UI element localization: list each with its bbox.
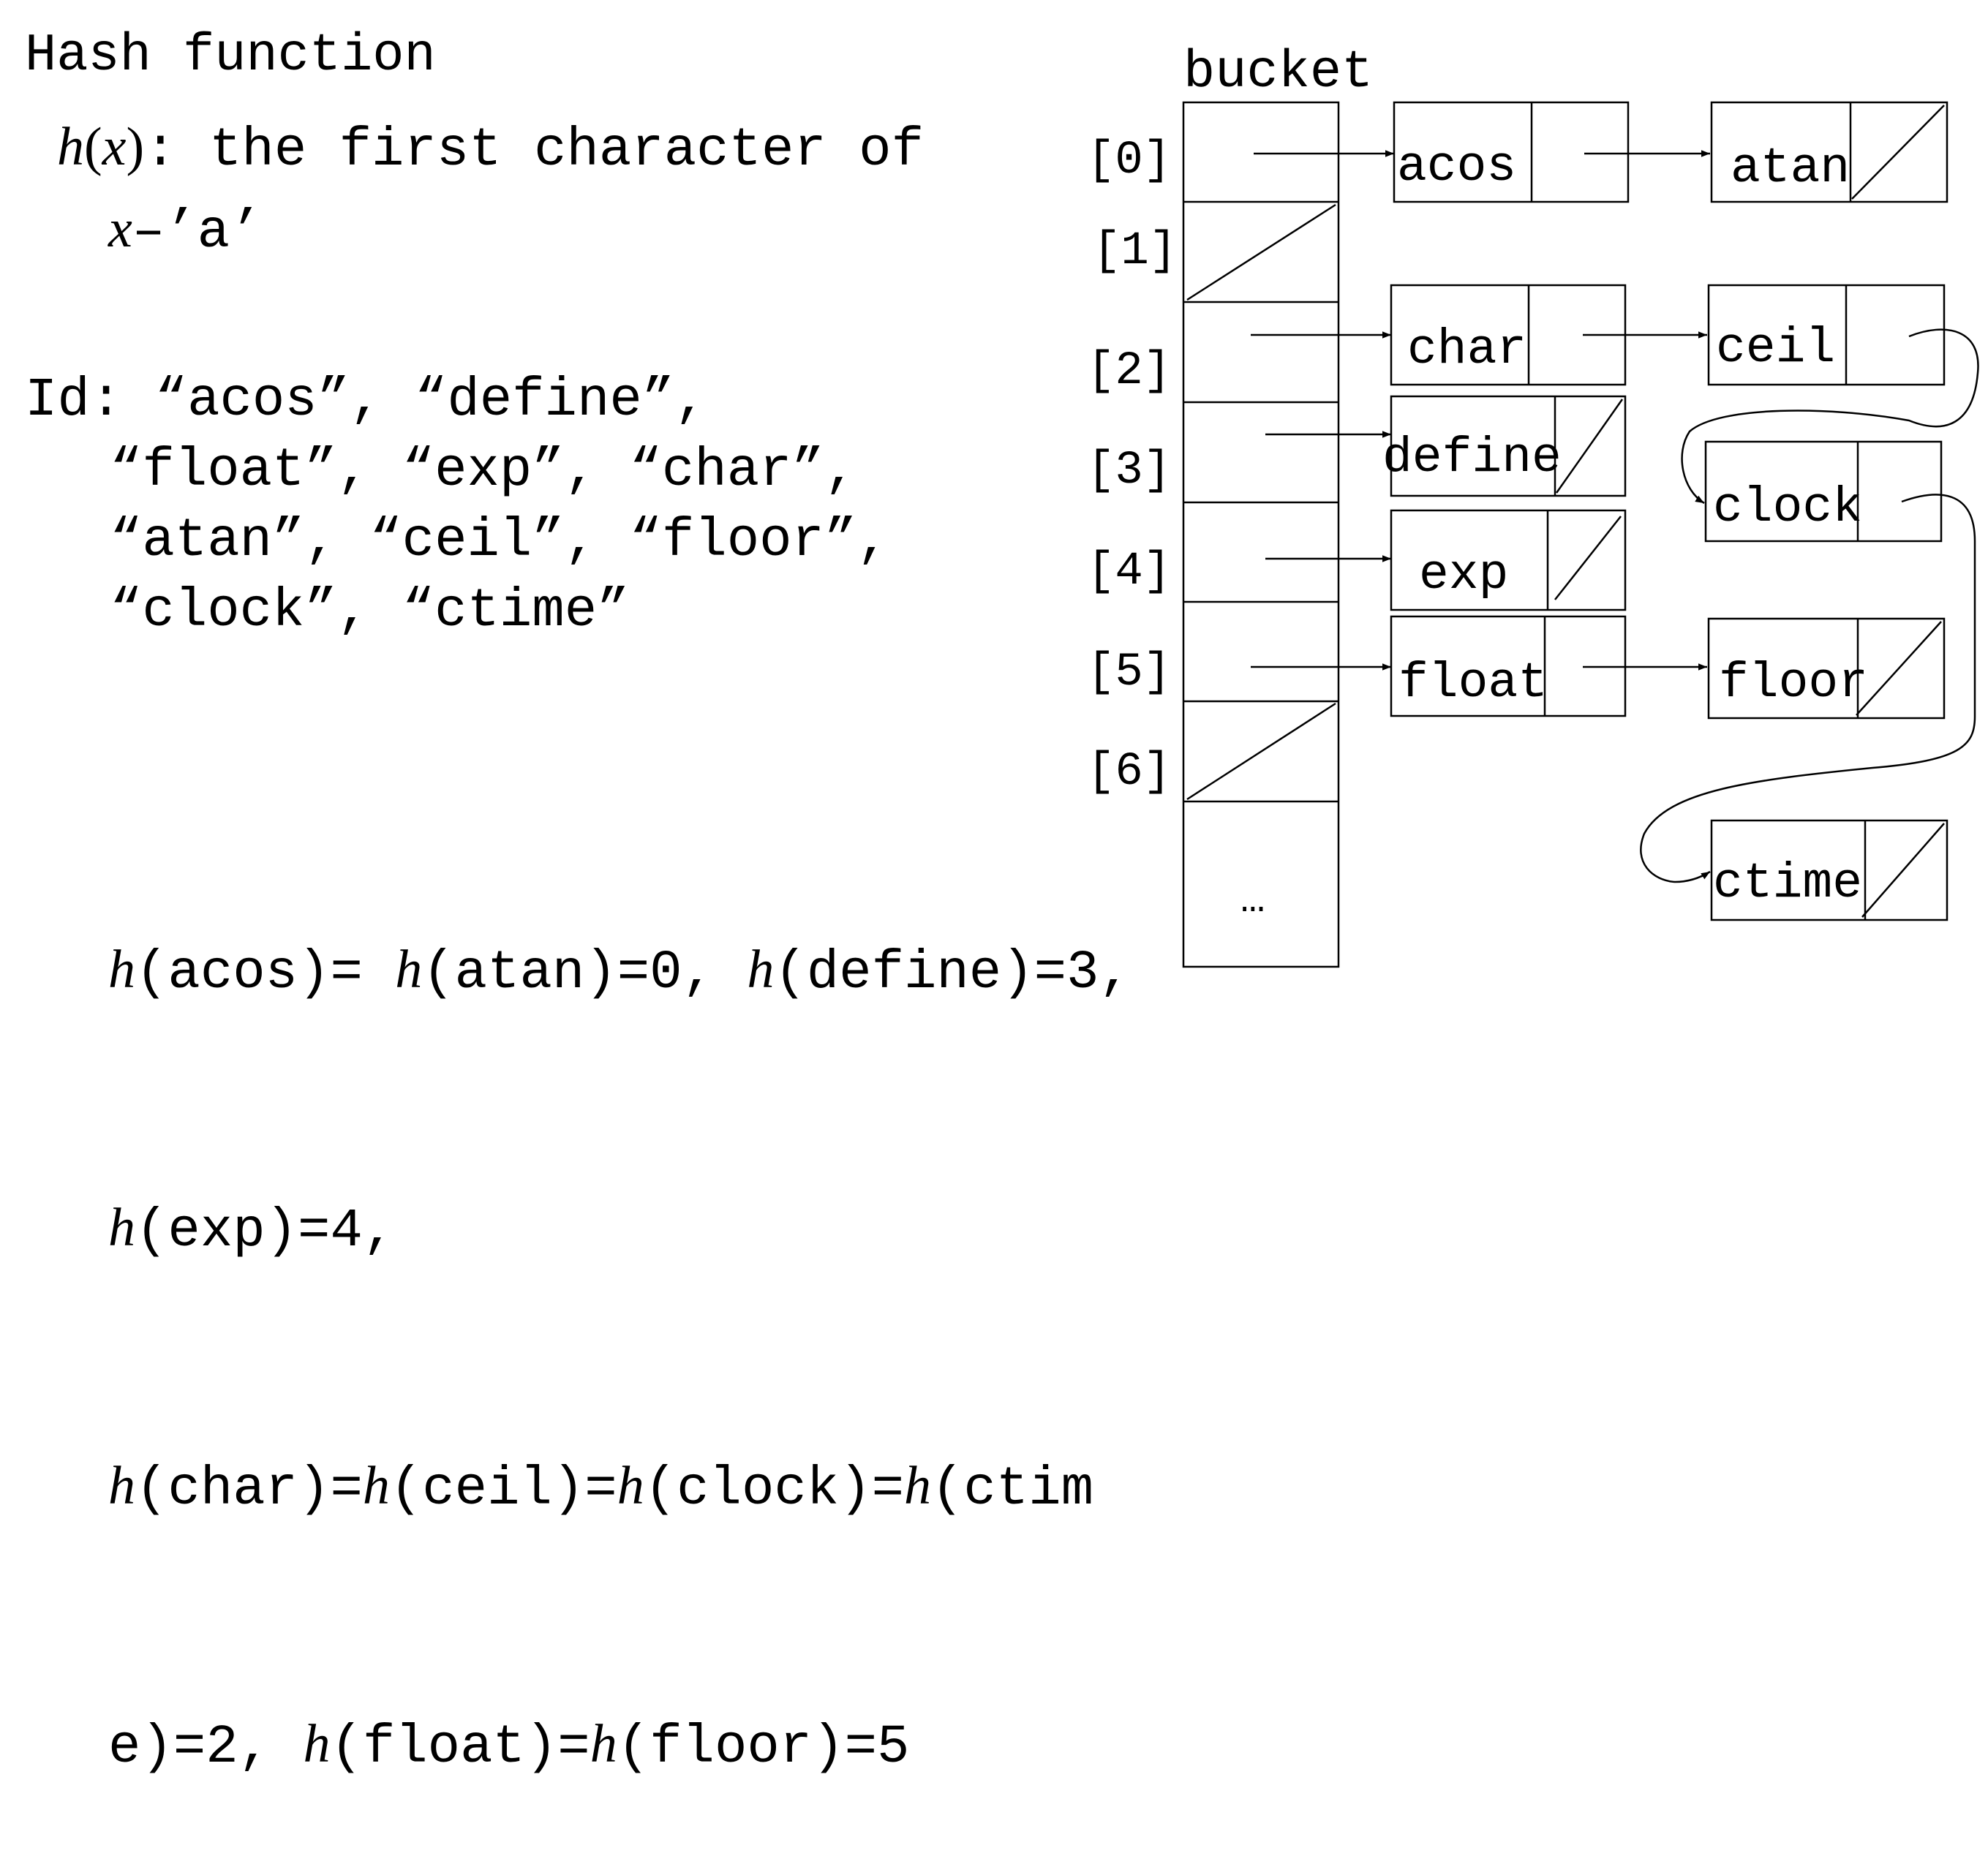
h-symbol: h <box>747 940 775 1000</box>
result-text: e)=2, <box>108 1717 304 1778</box>
result-text: (floor)=5 <box>617 1717 910 1778</box>
node-label-float: float <box>1398 655 1548 712</box>
node-floor <box>1707 617 1946 720</box>
result-line-2: h(exp)=4, <box>108 1185 1132 1274</box>
bucket-index: [5] <box>1087 646 1171 699</box>
func-desc2-var: x <box>108 199 132 259</box>
func-colon: : <box>144 120 177 181</box>
node-label-ceil: ceil <box>1716 320 1835 377</box>
node-ceil <box>1707 284 1946 386</box>
null-slash <box>1856 621 1942 716</box>
null-slash <box>1851 105 1945 200</box>
bucket-array <box>1182 101 1340 968</box>
bucket-index: [4] <box>1087 546 1171 598</box>
function-definition-line2: x–’a’ <box>108 202 263 260</box>
ids-line2: “float”, “exp”, “char”, <box>110 440 857 502</box>
h-symbol: h <box>617 1456 644 1516</box>
hash-table-diagram: bucket [0] [1] [2] [3] [4] [5] [6] … aco… <box>1087 42 1979 968</box>
result-text: (atan)=0, <box>422 943 748 1004</box>
h-symbol: h <box>903 1456 931 1516</box>
node-clock <box>1704 440 1943 543</box>
bucket-ellipsis: … <box>1240 877 1265 924</box>
result-text: (acos)= <box>135 943 396 1004</box>
node-label-ctime: ctime <box>1713 856 1862 912</box>
result-line-4: e)=2, h(float)=h(floor)=5 <box>108 1702 1132 1790</box>
func-arg: x <box>102 117 127 177</box>
func-description: the first character of <box>209 120 924 181</box>
result-text: (define)=3, <box>774 943 1132 1004</box>
null-slash <box>1186 203 1336 301</box>
null-slash <box>1554 516 1622 600</box>
ids-line4: “clock”, “ctime” <box>110 581 630 642</box>
node-acos <box>1393 101 1630 203</box>
null-slash <box>1861 823 1945 918</box>
node-atan <box>1710 101 1949 203</box>
node-label-floor: floor <box>1719 655 1868 712</box>
node-exp <box>1390 509 1627 611</box>
node-label-acos: acos <box>1397 139 1516 195</box>
node-define <box>1390 395 1627 497</box>
result-line-3: h(char)=h(ceil)=h(clock)=h(ctim <box>108 1444 1132 1532</box>
bucket-index: [2] <box>1087 345 1171 398</box>
node-label-char: char <box>1407 322 1526 378</box>
func-paren-open: ( <box>84 117 102 177</box>
function-definition: h(x): the first character of <box>57 120 924 178</box>
result-text: (clock)= <box>644 1459 904 1520</box>
bucket-index: [6] <box>1087 746 1171 799</box>
func-symbol: h <box>57 117 84 177</box>
h-symbol: h <box>303 1714 331 1774</box>
pointer-arrow-curved <box>1640 494 1976 883</box>
pointer-arrow-curved <box>1681 328 1979 505</box>
node-ctime <box>1710 819 1949 921</box>
result-text: (ctim <box>930 1459 1094 1520</box>
h-symbol: h <box>590 1714 617 1774</box>
bucket-index: [3] <box>1087 445 1171 497</box>
bucket-index: [0] <box>1087 135 1171 187</box>
bucket-index: [1] <box>1093 225 1177 278</box>
null-slash <box>1555 399 1624 494</box>
node-label-exp: exp <box>1419 547 1508 603</box>
ids-label: Id: <box>25 370 123 431</box>
ids-line1: “acos”, “define”, <box>154 370 707 431</box>
result-text: (ceil)= <box>389 1459 617 1520</box>
h-symbol: h <box>108 1198 135 1258</box>
result-line-1: h(acos)= h(atan)=0, h(define)=3, <box>108 927 1132 1016</box>
h-symbol: h <box>362 1456 390 1516</box>
ids-line3: “atan”, “ceil”, “floor”, <box>110 510 889 572</box>
node-label-atan: atan <box>1731 140 1850 197</box>
node-label-define: define <box>1382 430 1562 486</box>
h-symbol: h <box>108 1456 135 1516</box>
bucket-label: bucket <box>1183 42 1373 102</box>
h-symbol: h <box>395 940 423 1000</box>
result-text: (char)= <box>135 1459 363 1520</box>
h-symbol: h <box>108 940 135 1000</box>
null-slash <box>1186 702 1336 801</box>
identifier-list: Id: “acos”, “define”, “float”, “exp”, “ch… <box>25 366 889 646</box>
result-text: (float)= <box>330 1717 590 1778</box>
func-desc2-rest: –’a’ <box>132 202 263 263</box>
hash-function-title: Hash function <box>25 26 436 86</box>
node-label-clock: clock <box>1713 480 1862 536</box>
func-paren-close: ) <box>126 117 145 177</box>
result-text: (exp)=4, <box>135 1201 396 1262</box>
